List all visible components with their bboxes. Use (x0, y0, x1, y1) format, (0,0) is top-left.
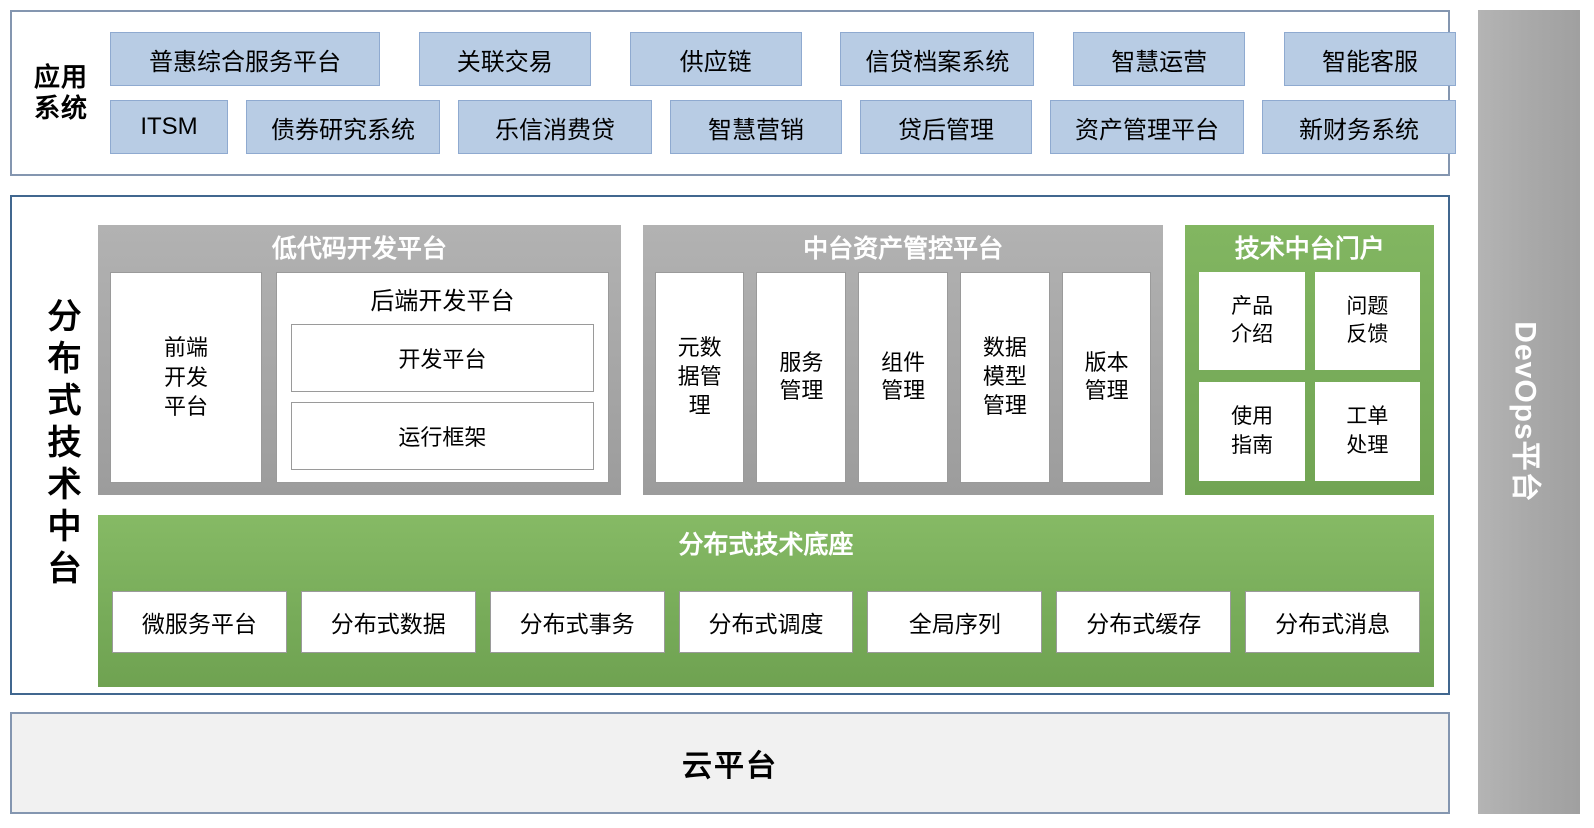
tech-portal-title: 技术中台门户 (1234, 235, 1385, 263)
application-systems-label-line1: 应用 (33, 61, 88, 92)
portal-box-product-intro[interactable]: 产品 介绍 (1199, 271, 1305, 371)
app-chip-post-loan[interactable]: 贷后管理 (860, 100, 1032, 154)
application-systems-row-1: 普惠综合服务平台 关联交易 供应链 信贷档案系统 智慧运营 智能客服 (110, 32, 1456, 86)
asset-box-version-management[interactable]: 版本 管理 (1061, 271, 1152, 483)
portal-3-line-1: 工单 (1346, 405, 1389, 429)
backend-item-runtime-framework[interactable]: 运行框架 (291, 401, 594, 470)
portal-box-issue-feedback[interactable]: 问题 反馈 (1314, 271, 1420, 371)
backend-development-platform-box: 后端开发平台 开发平台 运行框架 (276, 271, 609, 483)
asset-platform-title: 中台资产管控平台 (803, 235, 1004, 263)
portal-3-line-2: 处理 (1346, 433, 1389, 457)
asset-control-platform-panel: 中台资产管控平台 元数 据管 理 服务 管理 (642, 225, 1164, 495)
base-box-distributed-transaction[interactable]: 分布式事务 (489, 591, 665, 653)
asset-box-service-management[interactable]: 服务 管理 (756, 271, 847, 483)
app-chip-supply-chain[interactable]: 供应链 (629, 32, 802, 86)
app-chip-asset-management[interactable]: 资产管理平台 (1050, 100, 1244, 154)
app-chip-smart-service[interactable]: 智能客服 (1283, 32, 1456, 86)
tech-base-title: 分布式技术底座 (678, 531, 854, 559)
middle-platform-body: 低代码开发平台 前端 开发 平台 后端开发平台 开发平台 运 (98, 225, 1434, 687)
middle-platform-top-row: 低代码开发平台 前端 开发 平台 后端开发平台 开发平台 运 (98, 225, 1434, 495)
asset-3-line-1: 数据 (982, 335, 1027, 361)
frontend-line-3: 平台 (163, 394, 208, 420)
portal-box-ticket-handling[interactable]: 工单 处理 (1314, 382, 1420, 481)
cloud-platform-section: 云平台 (10, 712, 1450, 814)
frontend-line-2: 开发 (163, 364, 208, 390)
application-systems-section: 应用 系统 普惠综合服务平台 关联交易 供应链 信贷档案系统 智慧运营 智能客服… (10, 10, 1456, 176)
portal-0-line-1: 产品 (1231, 294, 1274, 318)
app-chip-lexin-loan[interactable]: 乐信消费贷 (458, 100, 652, 154)
app-chip-related-transaction[interactable]: 关联交易 (418, 32, 591, 86)
frontend-line-1: 前端 (163, 334, 208, 360)
asset-3-line-3: 管理 (982, 392, 1027, 418)
side-label-text: 分布式技术中台 (42, 298, 79, 592)
portal-2-line-1: 使用 (1231, 405, 1274, 429)
asset-platform-content: 元数 据管 理 服务 管理 (654, 271, 1152, 483)
app-chip-itsm[interactable]: ITSM (110, 100, 228, 154)
cloud-platform-title: 云平台 (682, 750, 778, 783)
app-chip-puhui[interactable]: 普惠综合服务平台 (110, 32, 380, 86)
portal-1-line-2: 反馈 (1346, 323, 1389, 347)
asset-0-line-1: 元数 (677, 335, 722, 361)
base-box-distributed-scheduling[interactable]: 分布式调度 (678, 591, 854, 653)
distributed-tech-platform-section: 分布式技术中台 低代码开发平台 前端 开发 平台 (10, 195, 1450, 695)
base-box-distributed-cache[interactable]: 分布式缓存 (1056, 591, 1232, 653)
app-chip-credit-archive[interactable]: 信贷档案系统 (840, 32, 1035, 86)
distributed-tech-base-panel: 分布式技术底座 微服务平台 分布式数据 分布式事务 分布式调度 全局序列 分布式… (98, 515, 1434, 687)
tech-portal-grid: 产品 介绍 问题 反馈 使用 (1199, 271, 1420, 481)
asset-2-line-1: 组件 (881, 349, 926, 375)
distributed-tech-platform-side-label: 分布式技术中台 (24, 197, 96, 693)
asset-box-data-model-management[interactable]: 数据 模型 管理 (959, 271, 1050, 483)
backend-platform-title: 后端开发平台 (370, 287, 515, 315)
application-systems-label: 应用 系统 (12, 62, 110, 124)
application-systems-row-2: ITSM 债券研究系统 乐信消费贷 智慧营销 贷后管理 资产管理平台 新财务系统 (110, 100, 1456, 154)
app-chip-new-finance[interactable]: 新财务系统 (1262, 100, 1456, 154)
app-chip-bond-research[interactable]: 债券研究系统 (246, 100, 440, 154)
portal-0-line-2: 介绍 (1231, 323, 1274, 347)
devops-platform-title: DevOps平台 (1509, 321, 1543, 503)
devops-platform-sidebar: DevOps平台 (1478, 10, 1580, 814)
portal-box-usage-guide[interactable]: 使用 指南 (1199, 382, 1305, 481)
tech-portal-panel: 技术中台门户 产品 介绍 问题 反馈 (1185, 225, 1434, 495)
asset-box-component-management[interactable]: 组件 管理 (858, 271, 948, 483)
app-chip-smart-operation[interactable]: 智慧运营 (1073, 32, 1246, 86)
asset-1-line-2: 管理 (779, 378, 824, 404)
asset-2-line-2: 管理 (881, 378, 926, 404)
app-chip-smart-marketing[interactable]: 智慧营销 (670, 100, 842, 154)
base-box-distributed-data[interactable]: 分布式数据 (300, 591, 476, 653)
application-systems-label-line2: 系统 (33, 93, 88, 123)
backend-item-dev-platform[interactable]: 开发平台 (291, 323, 594, 392)
asset-3-line-2: 模型 (982, 364, 1027, 390)
asset-0-line-3: 理 (688, 392, 711, 418)
frontend-development-platform-box[interactable]: 前端 开发 平台 (110, 271, 262, 483)
lowcode-platform-content: 前端 开发 平台 后端开发平台 开发平台 运行框架 (110, 271, 609, 483)
asset-4-line-1: 版本 (1084, 349, 1129, 375)
portal-2-line-2: 指南 (1231, 433, 1274, 457)
portal-1-line-1: 问题 (1346, 294, 1389, 318)
base-box-microservice-platform[interactable]: 微服务平台 (112, 591, 287, 653)
base-box-distributed-message[interactable]: 分布式消息 (1245, 591, 1421, 653)
application-systems-rows: 普惠综合服务平台 关联交易 供应链 信贷档案系统 智慧运营 智能客服 ITSM … (110, 32, 1468, 154)
asset-1-line-1: 服务 (779, 349, 824, 375)
tech-base-items-row: 微服务平台 分布式数据 分布式事务 分布式调度 全局序列 分布式缓存 分布式消息 (112, 571, 1421, 673)
asset-box-metadata-management[interactable]: 元数 据管 理 (654, 271, 745, 483)
base-box-global-sequence[interactable]: 全局序列 (867, 591, 1043, 653)
lowcode-platform-title: 低代码开发平台 (271, 235, 447, 263)
asset-4-line-2: 管理 (1084, 378, 1129, 404)
lowcode-development-platform-panel: 低代码开发平台 前端 开发 平台 后端开发平台 开发平台 运 (98, 225, 621, 495)
asset-0-line-2: 据管 (677, 364, 722, 390)
